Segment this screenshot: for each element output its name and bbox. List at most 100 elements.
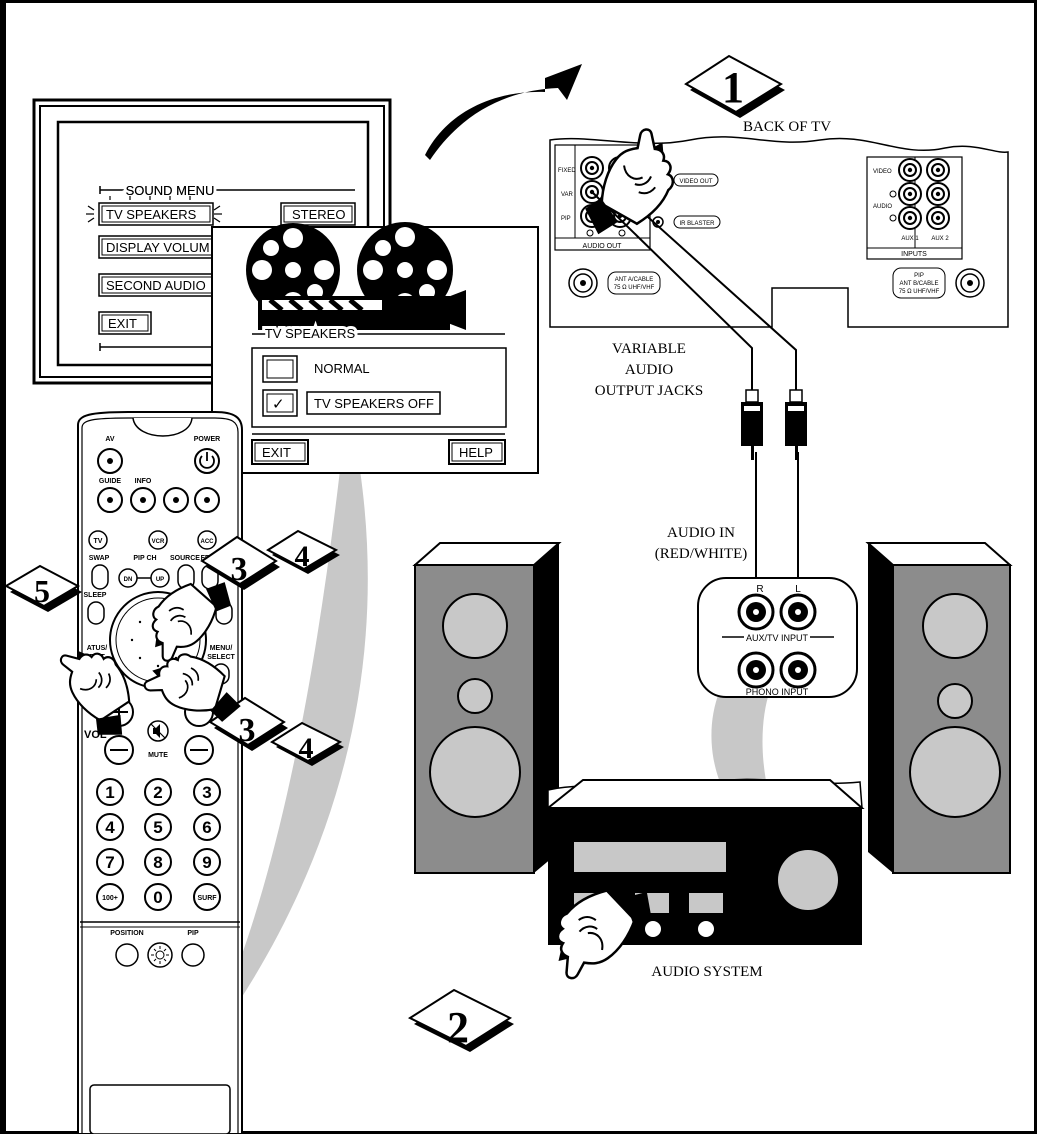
back-of-tv-title: BACK OF TV — [743, 119, 831, 135]
pip-up-label: UP — [156, 577, 164, 583]
label-ant-a: ANT A/CABLE — [615, 277, 654, 283]
label-swap: SWAP — [89, 555, 110, 562]
label-fixed: FIXED — [558, 168, 576, 174]
option-normal-label[interactable]: NORMAL — [314, 361, 370, 376]
vcr-mode-button[interactable]: VCR — [149, 531, 167, 549]
check-icon: ✓ — [272, 396, 285, 413]
step-number-4-top: 4 — [295, 540, 310, 573]
pip-ch-up-button[interactable]: UP — [151, 569, 169, 587]
power-button[interactable] — [195, 449, 219, 473]
sleep-button[interactable] — [88, 602, 104, 624]
digit-label: 0 — [153, 888, 162, 907]
av-button[interactable] — [98, 449, 122, 473]
digit-label: SURF — [197, 895, 217, 902]
channel-down-button[interactable] — [185, 736, 213, 764]
submenu-help-button[interactable]: HELP — [459, 445, 493, 460]
label-menu: MENU/ — [210, 645, 233, 652]
label-source: SOURCE — [170, 555, 200, 562]
variable-caption-line2: AUDIO — [625, 362, 673, 378]
label-status: ATUS/ — [87, 645, 108, 652]
label-ant-a-spec: 75 Ω UHF/VHF — [614, 285, 655, 291]
label-pip: PIP — [187, 930, 199, 937]
option-tv-speakers-off-label[interactable]: TV SPEAKERS OFF — [314, 396, 434, 411]
guide-button[interactable] — [98, 488, 122, 512]
digit-button-7[interactable]: 7 — [97, 849, 123, 875]
menu-item-exit[interactable]: EXIT — [108, 316, 137, 331]
button-3[interactable] — [164, 488, 188, 512]
sound-menu-title-ink: SOUND MENU — [126, 183, 215, 198]
digit-button-4[interactable]: 4 — [97, 814, 123, 840]
menu-item-tv-speakers[interactable]: TV SPEAKERS — [106, 207, 197, 222]
digit-button-6[interactable]: 6 — [194, 814, 220, 840]
digit-button-5[interactable]: 5 — [145, 814, 171, 840]
audio-input-panel: R L AUX/TV INPUT PHONO INPUT — [698, 578, 857, 697]
jack-aux2-audio-l — [927, 183, 949, 205]
jack-fixed-left — [581, 157, 603, 179]
acc-mode-button[interactable]: ACC — [198, 531, 216, 549]
mute-button[interactable] — [148, 721, 168, 741]
digit-button-1[interactable]: 1 — [97, 779, 123, 805]
step-badge-5: 5 — [6, 566, 82, 612]
label-phono-input: PHONO INPUT — [746, 687, 809, 697]
digit-label: 7 — [105, 853, 114, 872]
digit-button-8[interactable]: 8 — [145, 849, 171, 875]
menu-item-second-audio[interactable]: SECOND AUDIO — [106, 278, 206, 293]
label-av: AV — [105, 436, 115, 443]
variable-caption-line1: VARIABLE — [612, 341, 686, 357]
label-aux-tv-input: AUX/TV INPUT — [746, 633, 809, 643]
digit-button-2[interactable]: 2 — [145, 779, 171, 805]
volume-down-button[interactable] — [105, 736, 133, 764]
label-aux2: AUX 2 — [931, 236, 949, 242]
jack-phono-r — [739, 653, 773, 687]
step-number-4-bottom: 4 — [299, 732, 314, 765]
label-aux1: AUX 1 — [901, 236, 919, 242]
digit-label: 4 — [105, 818, 115, 837]
jack-aux1-video — [899, 159, 921, 181]
label-video: VIDEO — [873, 169, 892, 175]
label-power: POWER — [194, 436, 220, 443]
audio-in-caption-line2: (RED/WHITE) — [655, 546, 747, 562]
digit-button-100+[interactable]: 100+ — [97, 884, 123, 910]
step-badge-1: 1 — [686, 56, 785, 118]
jack-aux1-audio-l — [899, 183, 921, 205]
digit-label: 1 — [105, 783, 114, 802]
label-l: L — [795, 584, 801, 595]
speaker-right — [868, 543, 1010, 873]
digit-button-0[interactable]: 0 — [145, 884, 171, 910]
speaker-left — [415, 543, 559, 873]
step-badge-2: 2 — [410, 990, 514, 1052]
label-ant-b: ANT B/CABLE — [900, 281, 939, 287]
step-number-5: 5 — [34, 573, 50, 609]
jack-aux-r — [739, 595, 773, 629]
tv-speakers-submenu: TV SPEAKERS NORMAL ✓ TV SPEAKERS OFF EXI… — [212, 222, 538, 473]
digit-button-9[interactable]: 9 — [194, 849, 220, 875]
submenu-exit-button[interactable]: EXIT — [262, 445, 291, 460]
pip-ch-down-button[interactable]: DN — [119, 569, 137, 587]
label-pip-ch: PIP CH — [133, 555, 156, 562]
digit-label: 6 — [202, 818, 211, 837]
label-video-out: VIDEO OUT — [679, 179, 712, 185]
light-button[interactable] — [148, 943, 172, 967]
tv-mode-label: TV — [94, 538, 103, 545]
digit-button-3[interactable]: 3 — [194, 779, 220, 805]
info-button[interactable] — [131, 488, 155, 512]
menu-item-stereo[interactable]: STEREO — [292, 207, 345, 222]
label-ir-blaster: IR BLASTER — [679, 221, 715, 227]
jack-phono-l — [781, 653, 815, 687]
position-button[interactable] — [116, 944, 138, 966]
digit-label: 3 — [202, 783, 211, 802]
menu-item-display-volume[interactable]: DISPLAY VOLUM — [106, 240, 210, 255]
step-number-1: 1 — [722, 63, 744, 112]
label-var: VAR — [561, 192, 574, 198]
jack-aux2-audio-r — [927, 207, 949, 229]
digit-label: 8 — [153, 853, 162, 872]
button-4[interactable] — [195, 488, 219, 512]
tv-mode-button[interactable]: TV — [89, 531, 107, 549]
digit-button-SURF[interactable]: SURF — [194, 884, 220, 910]
pip-button[interactable] — [182, 944, 204, 966]
step-number-3-top: 3 — [231, 551, 248, 588]
jack-aux2-video — [927, 159, 949, 181]
variable-caption-line3: OUTPUT JACKS — [595, 383, 704, 399]
swap-button[interactable] — [92, 565, 108, 589]
